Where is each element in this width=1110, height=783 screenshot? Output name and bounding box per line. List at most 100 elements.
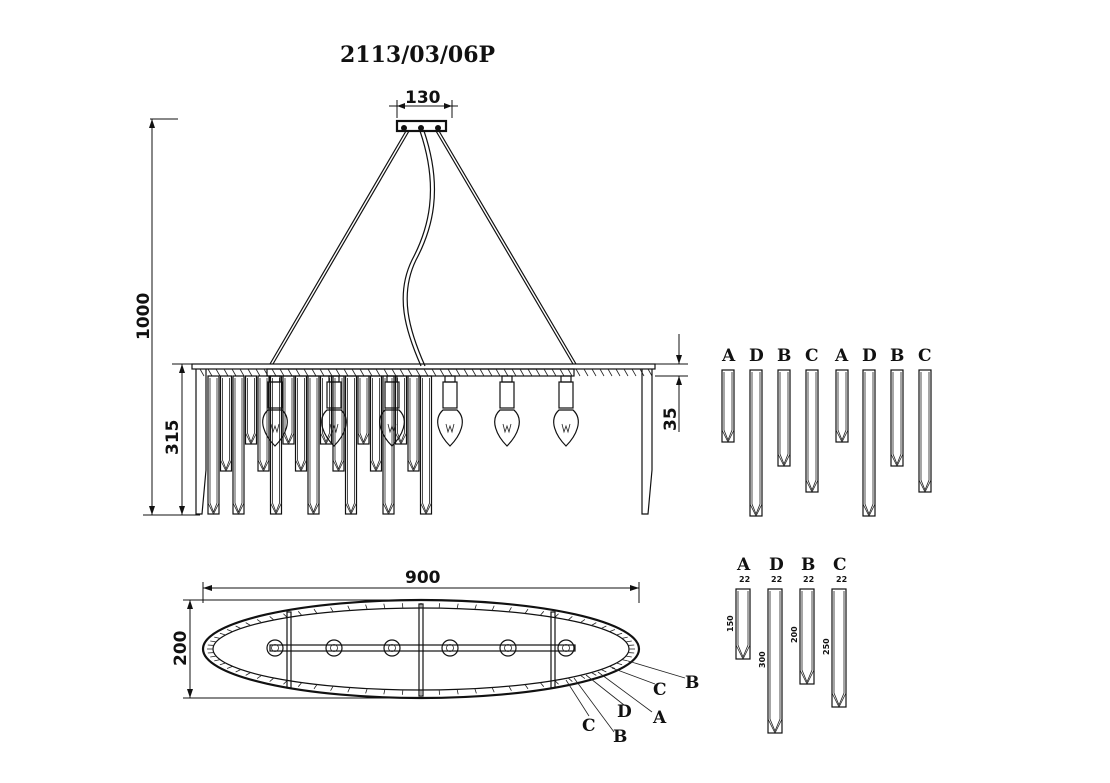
crystal-facet <box>807 372 817 492</box>
ring-crystal-ticks <box>207 603 635 695</box>
crystal-prism <box>831 588 847 708</box>
crystal-facet <box>769 591 781 733</box>
crystal-prism <box>407 375 420 472</box>
ring-tick <box>219 632 226 636</box>
crystal-label: A <box>721 346 736 366</box>
hatch-line <box>279 368 285 377</box>
crystal-facet <box>723 372 733 442</box>
hatch-line <box>231 368 237 377</box>
ring-tick <box>491 605 495 611</box>
ring-tick <box>438 689 441 695</box>
crystal-prism <box>777 369 791 467</box>
ring-tick <box>256 619 262 623</box>
crystal-tip <box>831 692 847 708</box>
crystal-tip <box>382 502 395 515</box>
bulb-socket-cap <box>444 375 456 383</box>
ring-tick <box>567 616 573 621</box>
socket-outer <box>557 639 575 657</box>
crystal-prism <box>805 369 819 493</box>
hatch-line <box>199 368 205 377</box>
hatch-line <box>599 368 605 377</box>
bulb-socket <box>267 381 283 409</box>
socket-outer <box>266 639 284 657</box>
ring-tick <box>474 604 477 610</box>
cross-brace <box>418 603 424 697</box>
ring-tick <box>269 616 275 621</box>
hatch-line <box>511 368 517 377</box>
ring-tick <box>539 682 545 687</box>
ring-tick <box>491 687 495 693</box>
plan-lamp-bar <box>269 644 576 652</box>
hatch-line <box>359 368 365 377</box>
hatch-line <box>503 368 509 377</box>
crystal-facet <box>801 591 813 684</box>
hatch-line <box>479 368 485 377</box>
hatch-line <box>335 368 341 377</box>
ring-tick <box>214 659 221 662</box>
hatch-line <box>319 368 325 377</box>
hatch-line <box>431 368 437 377</box>
detail-width-label: 22 <box>803 575 814 584</box>
crystal-tip <box>357 432 370 445</box>
rail-hatching <box>199 368 653 377</box>
ring-tick <box>313 608 318 614</box>
bulb <box>553 375 579 447</box>
crystal-prism <box>219 375 233 472</box>
callout-leader <box>565 679 590 717</box>
bulb-socket <box>558 381 574 409</box>
bulb <box>321 375 347 447</box>
bar-offset-label: 35 <box>661 407 681 431</box>
hatch-line <box>567 368 573 377</box>
bulb-glass <box>379 409 405 447</box>
hatch-line <box>631 368 637 377</box>
socket-inner <box>504 644 512 652</box>
crystal-label: D <box>862 346 877 366</box>
crystal-prism <box>294 375 308 472</box>
socket-inner <box>271 644 279 652</box>
ring-tick <box>580 619 586 623</box>
hatch-line <box>383 368 389 377</box>
crystal-facet <box>247 378 255 444</box>
crystal-facet <box>309 378 318 514</box>
bulb <box>262 375 288 447</box>
ring-tick <box>297 611 303 616</box>
ring-tick <box>609 629 616 633</box>
socket-outer <box>383 639 401 657</box>
hatch-line <box>271 368 277 377</box>
crystal-tip <box>245 432 257 445</box>
hatch-line <box>207 368 213 377</box>
ring-tick <box>347 605 351 611</box>
crystal-tip <box>207 502 220 515</box>
hatch-line <box>607 368 613 377</box>
canopy-width-label: 130 <box>405 88 441 108</box>
ring-tick <box>539 611 545 616</box>
model-number-title: 2113/03/06P <box>340 42 495 68</box>
crystal-prism <box>257 375 270 472</box>
hatch-line <box>287 368 293 377</box>
hatch-line <box>463 368 469 377</box>
callout-leader <box>573 677 615 733</box>
hatch-line <box>495 368 501 377</box>
crystal-facet <box>837 372 847 442</box>
hatch-line <box>559 368 565 377</box>
hatch-line <box>343 368 349 377</box>
ring-tick <box>524 608 529 614</box>
crystal-prism <box>767 588 783 734</box>
ring-tick <box>365 688 368 694</box>
crystal-facet <box>209 378 218 514</box>
crystal-label: B <box>890 346 904 366</box>
crystal-tip <box>420 502 432 515</box>
socket-inner <box>562 644 570 652</box>
canopy-screw <box>401 125 407 131</box>
callout-leader <box>585 674 625 706</box>
crystal-facet <box>779 372 789 466</box>
crystal-tip <box>370 459 382 472</box>
suspension-cable <box>438 130 577 365</box>
hatch-line <box>647 368 653 377</box>
bulb-filament <box>387 423 397 434</box>
crystal-facet <box>284 378 293 444</box>
hatch-line <box>575 368 581 377</box>
power-cord <box>406 130 435 367</box>
crystal-tip <box>777 453 791 467</box>
